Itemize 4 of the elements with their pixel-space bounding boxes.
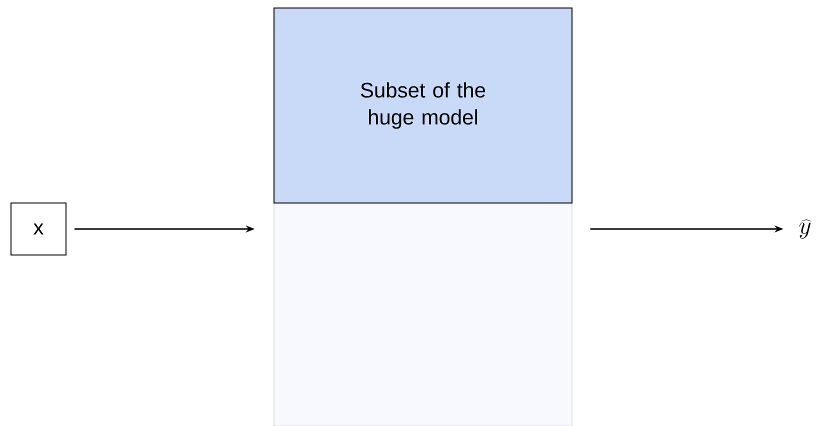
input-box: x bbox=[10, 202, 66, 256]
output-symbol: $\widehat{y}$ bbox=[799, 219, 812, 239]
model-block bbox=[274, 202, 572, 426]
subset-box: Subset of the huge model bbox=[274, 8, 572, 204]
